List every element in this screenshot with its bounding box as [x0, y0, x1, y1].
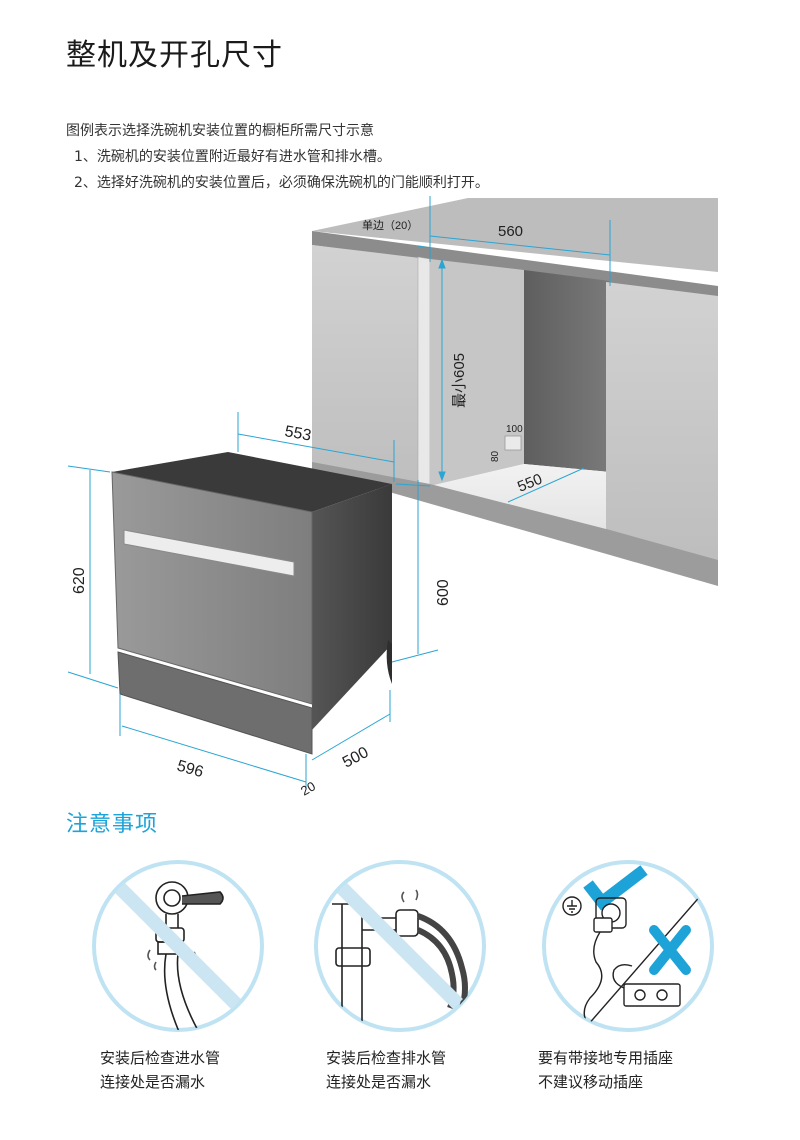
cavity-side-wall	[430, 259, 524, 486]
left-panel-edge	[417, 256, 431, 487]
label-opening-width: 560	[498, 223, 523, 240]
dishwasher-side	[312, 484, 392, 730]
precaution-item-2-line1: 安装后检查排水管	[326, 1049, 447, 1067]
dishwasher-kick-panel	[117, 651, 313, 755]
countertop-edge	[312, 231, 718, 300]
description-intro: 图例表示选择洗碗机安装位置的橱柜所需尺寸示意	[66, 123, 374, 139]
precaution-item-3-line1: 要有带接地专用插座	[538, 1049, 674, 1067]
precautions-list: 安装后检查进水管 连接处是否漏水 安装后检查排水管 连接处是否漏水	[0, 858, 800, 1108]
precaution-item-2-line2: 连接处是否漏水	[326, 1073, 432, 1091]
prohibit-slash	[115, 883, 241, 1009]
label-door-thickness: 20	[298, 778, 318, 798]
water-inlet-leak-icon	[92, 860, 264, 1032]
label-opening-height: 最小605	[451, 353, 468, 408]
label-single-side: 单边（20）	[362, 219, 418, 232]
precaution-item-1: 安装后检查进水管 连接处是否漏水	[100, 1046, 300, 1094]
precaution-item-3-line2: 不建议移动插座	[538, 1073, 644, 1091]
grounded-socket-icon	[542, 860, 714, 1032]
countertop-top	[312, 198, 718, 272]
label-machine-height-side: 600	[435, 579, 452, 606]
installation-diagram: 单边（20） 560 最小605 100 80 550 553 620 600 …	[67, 196, 718, 799]
check-mark-icon	[583, 865, 648, 911]
precaution-item-1-line1: 安装后检查进水管	[100, 1049, 221, 1067]
label-machine-depth: 500	[340, 744, 372, 772]
label-socket-width: 100	[506, 424, 523, 435]
cavity-back-wall	[524, 270, 610, 472]
precaution-item-2: 安装后检查排水管 连接处是否漏水	[326, 1046, 526, 1094]
label-socket-height: 80	[490, 450, 501, 462]
precaution-item-3: 要有带接地专用插座 不建议移动插座	[538, 1046, 738, 1094]
page-title: 整机及开孔尺寸	[66, 38, 283, 73]
precaution-item-1-line2: 连接处是否漏水	[100, 1073, 206, 1091]
dishwasher-back-leg	[386, 640, 392, 684]
precautions-heading: 注意事项	[66, 812, 159, 837]
left-cabinet	[312, 245, 420, 498]
cabinet	[312, 198, 718, 586]
label-machine-width: 596	[175, 758, 205, 782]
description: 图例表示选择洗碗机安装位置的橱柜所需尺寸示意 1、洗碗机的安装位置附近最好有进水…	[66, 118, 489, 196]
description-note-2: 2、选择好洗碗机的安装位置后，必须确保洗碗机的门能顺利打开。	[74, 175, 489, 191]
label-machine-depth-top: 553	[283, 423, 312, 444]
drain-pipe-leak-icon	[314, 860, 486, 1032]
right-cabinet	[606, 282, 718, 568]
dishwasher-top	[112, 452, 392, 512]
cross-mark-icon	[649, 925, 691, 975]
socket-opening	[504, 435, 522, 451]
dishwasher-door	[111, 471, 313, 705]
dishwasher	[111, 452, 392, 755]
dimension-lines	[67, 196, 611, 790]
door-handle	[123, 529, 295, 577]
prohibit-slash	[337, 883, 463, 1009]
description-note-1: 1、洗碗机的安装位置附近最好有进水管和排水槽。	[74, 149, 391, 165]
cabinet-plinth	[312, 462, 718, 586]
label-machine-height-front: 620	[71, 567, 88, 594]
